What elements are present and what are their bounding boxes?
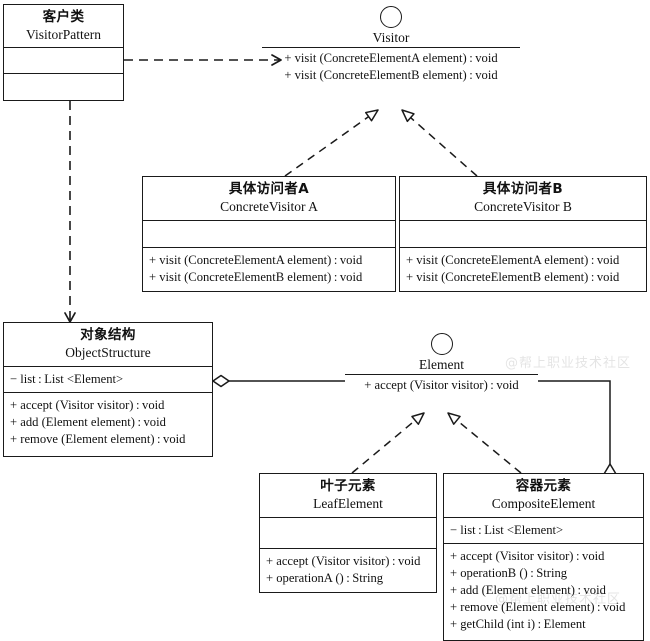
interface-name-element: Element <box>419 357 464 372</box>
watermark-top-right: @帮上职业技术社区 <box>505 356 632 371</box>
class-operation: + visit (ConcreteElementA element) : voi… <box>149 253 363 267</box>
edge-concrete-visitor-b-realizes-visitor <box>401 109 478 177</box>
class-operations-composite-element: + accept (Visitor visitor) : void + oper… <box>444 544 643 638</box>
class-operation: + accept (Visitor visitor) : void <box>266 554 421 568</box>
class-operation: + remove (Element element) : void <box>450 600 626 614</box>
interface-element[interactable]: Element + accept (Visitor visitor) : voi… <box>345 333 538 394</box>
class-operations-client <box>4 74 123 100</box>
interface-visitor[interactable]: Visitor + visit (ConcreteElementA elemen… <box>262 6 520 84</box>
class-operation: + add (Element element) : void <box>10 415 166 429</box>
class-attributes-concrete-visitor-b <box>400 221 646 248</box>
class-header-concrete-visitor-a: 具体访问者A ConcreteVisitor A <box>143 177 395 221</box>
interface-circle-icon-visitor <box>380 6 402 28</box>
class-attributes-concrete-visitor-a <box>143 221 395 248</box>
class-operations-leaf-element: + accept (Visitor visitor) : void + oper… <box>260 549 436 592</box>
class-box-composite-element[interactable]: 容器元素 CompositeElement − list : List <Ele… <box>443 473 644 641</box>
class-operation: + remove (Element element) : void <box>10 432 186 446</box>
edge-composite-element-aggregates-element <box>538 380 617 485</box>
class-operations-concrete-visitor-a: + visit (ConcreteElementA element) : voi… <box>143 248 395 291</box>
interface-operation: + accept (Visitor visitor) : void <box>364 377 519 392</box>
class-attribute: − list : List <Element> <box>10 372 124 386</box>
class-en-name-composite-element: CompositeElement <box>491 495 596 511</box>
class-box-concrete-visitor-b[interactable]: 具体访问者B ConcreteVisitor B + visit (Concre… <box>399 176 647 292</box>
class-box-concrete-visitor-a[interactable]: 具体访问者A ConcreteVisitor A + visit (Concre… <box>142 176 396 292</box>
class-cn-name-client: 客户类 <box>42 9 85 25</box>
class-cn-name-leaf-element: 叶子元素 <box>320 478 376 494</box>
aggregation-diamond-object-structure <box>212 374 230 388</box>
interface-operation: + visit (ConcreteElementA element) : voi… <box>284 50 498 65</box>
class-operation: + operationB () : String <box>450 566 568 580</box>
class-operation: + accept (Visitor visitor) : void <box>10 398 165 412</box>
class-operations-object-structure: + accept (Visitor visitor) : void + add … <box>4 393 212 453</box>
class-en-name-client: VisitorPattern <box>26 26 101 42</box>
interface-operation: + visit (ConcreteElementB element) : voi… <box>284 67 498 82</box>
class-operations-concrete-visitor-b: + visit (ConcreteElementA element) : voi… <box>400 248 646 291</box>
interface-separator-visitor <box>262 46 520 48</box>
class-operation: + operationA () : String <box>266 571 384 585</box>
class-operation: + getChild (int i) : Element <box>450 617 586 631</box>
class-operation: + accept (Visitor visitor) : void <box>450 549 605 563</box>
class-operation: + add (Element element) : void <box>450 583 606 597</box>
class-header-concrete-visitor-b: 具体访问者B ConcreteVisitor B <box>400 177 646 221</box>
class-attributes-client <box>4 48 123 74</box>
class-en-name-object-structure: ObjectStructure <box>65 344 151 360</box>
class-attribute: − list : List <Element> <box>450 523 564 537</box>
class-en-name-leaf-element: LeafElement <box>313 495 383 511</box>
class-cn-name-concrete-visitor-b: 具体访问者B <box>482 181 564 197</box>
watermark-bottom-right: @帮上职业技术社区 <box>495 592 622 607</box>
interface-operations-visitor: + visit (ConcreteElementA element) : voi… <box>262 48 520 84</box>
class-cn-name-concrete-visitor-a: 具体访问者A <box>228 181 310 197</box>
class-box-leaf-element[interactable]: 叶子元素 LeafElement + accept (Visitor visit… <box>259 473 437 593</box>
class-header-composite-element: 容器元素 CompositeElement <box>444 474 643 518</box>
class-attributes-leaf-element <box>260 518 436 549</box>
interface-separator-element <box>345 373 538 375</box>
interface-circle-icon-element <box>430 333 453 355</box>
class-operation: + visit (ConcreteElementA element) : voi… <box>406 253 620 267</box>
class-attributes-composite-element: − list : List <Element> <box>444 518 643 544</box>
class-header-object-structure: 对象结构 ObjectStructure <box>4 323 212 367</box>
class-cn-name-object-structure: 对象结构 <box>80 327 136 343</box>
class-operation: + visit (ConcreteElementB element) : voi… <box>149 270 363 284</box>
class-attributes-object-structure: − list : List <Element> <box>4 367 212 393</box>
edge-object-structure-aggregates-element <box>212 374 345 388</box>
edge-concrete-visitor-a-realizes-visitor <box>284 109 379 177</box>
class-header-leaf-element: 叶子元素 LeafElement <box>260 474 436 518</box>
class-en-name-concrete-visitor-b: ConcreteVisitor B <box>474 198 572 214</box>
class-header-client: 客户类 VisitorPattern <box>4 5 123 48</box>
class-en-name-concrete-visitor-a: ConcreteVisitor A <box>220 198 318 214</box>
interface-operations-element: + accept (Visitor visitor) : void <box>345 375 538 394</box>
interface-name-visitor: Visitor <box>372 30 410 45</box>
class-box-object-structure[interactable]: 对象结构 ObjectStructure − list : List <Elem… <box>3 322 213 457</box>
class-operation: + visit (ConcreteElementB element) : voi… <box>406 270 620 284</box>
edge-composite-element-realizes-element <box>447 412 522 474</box>
class-box-client[interactable]: 客户类 VisitorPattern <box>3 4 124 101</box>
class-cn-name-composite-element: 容器元素 <box>515 478 572 494</box>
edge-leaf-element-realizes-element <box>351 412 425 474</box>
